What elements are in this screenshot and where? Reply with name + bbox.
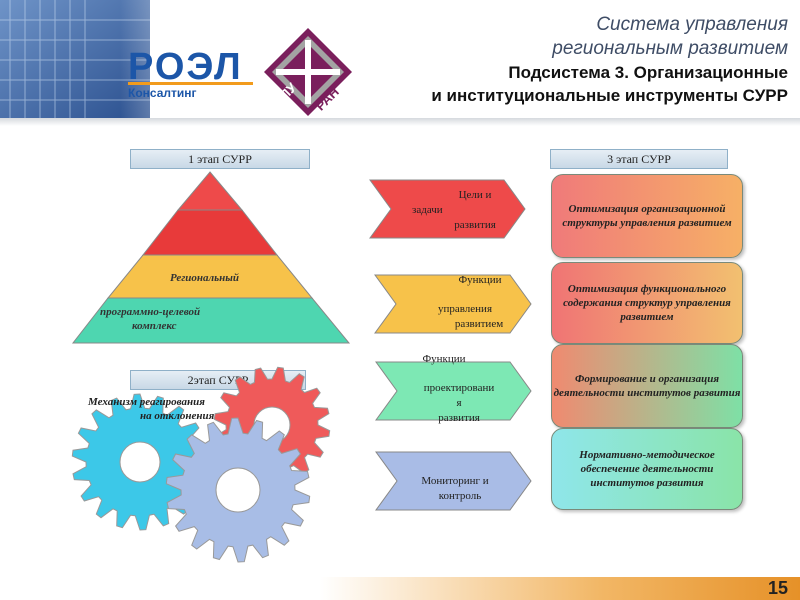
mechanism-label-line1: Механизм реагирования bbox=[88, 396, 205, 408]
stage3-box-1: Оптимизация организационной структуры уп… bbox=[551, 174, 743, 258]
pyramid-label-regional: Региональный bbox=[170, 272, 239, 284]
stage3-box-4: Нормативно-методическое обеспечение деят… bbox=[551, 428, 743, 510]
page-number: 15 bbox=[768, 578, 788, 599]
stage3-box-3: Формирование и организация деятельности … bbox=[551, 344, 743, 428]
pyramid-band-2 bbox=[143, 210, 277, 255]
arrow-functions-text: Функции управления развитием bbox=[410, 273, 520, 332]
stage3-box-2: Оптимизация функционального содержания с… bbox=[551, 262, 743, 344]
pyramid-label-program: программно-целевой bbox=[100, 306, 200, 318]
pyramid-band-top bbox=[178, 172, 242, 210]
mechanism-label-line2: на отклонения bbox=[140, 410, 214, 422]
arrow-design-text: Функции проектировани я развития bbox=[404, 352, 514, 426]
arrow-monitoring-text: Мониторинг и контроль bbox=[400, 474, 510, 504]
arrow-goals-text: Цели и задачи развития bbox=[412, 188, 508, 233]
footer-bar bbox=[0, 577, 800, 600]
pyramid-label-complex: комплекс bbox=[132, 320, 176, 332]
pyramid-band-base bbox=[73, 298, 349, 343]
